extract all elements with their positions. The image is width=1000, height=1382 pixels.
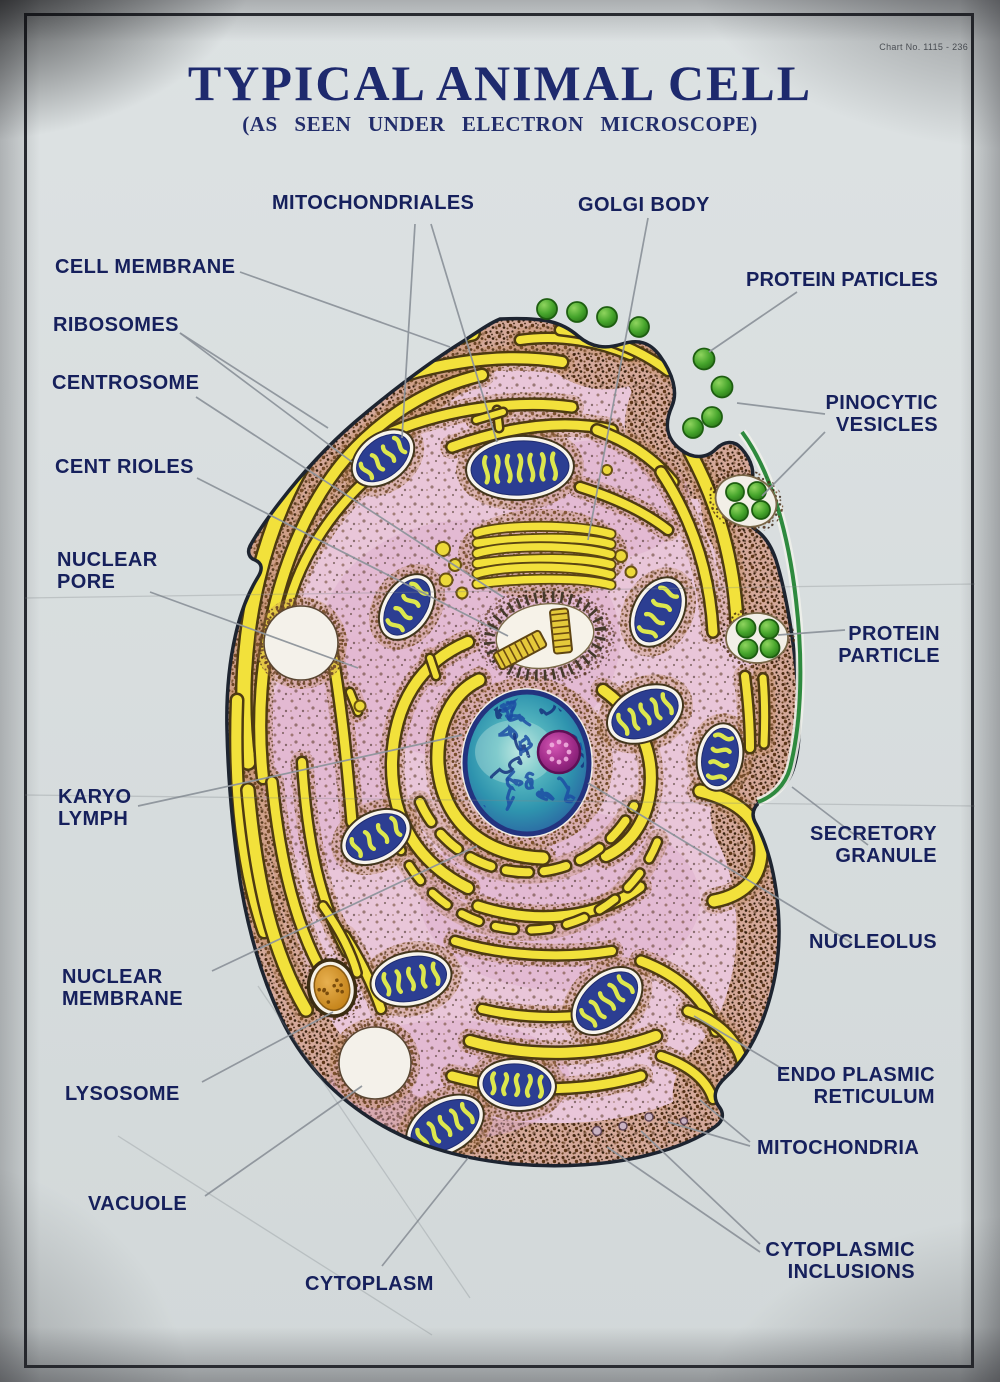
- label-nuclear-membrane: NUCLEAR MEMBRANE: [62, 966, 183, 1011]
- chart-number: Chart No. 1115 - 236: [879, 42, 968, 52]
- leader-cell-membrane: [239, 271, 451, 348]
- label-pinocytic-vesicles: PINOCYTIC VESICLES: [825, 392, 938, 437]
- label-nucleolus: NUCLEOLUS: [808, 931, 937, 953]
- label-mitochondriales: MITOCHONDRIALES: [272, 192, 475, 214]
- leader-inclusions-2: [606, 1146, 761, 1253]
- label-nuclear-pore: NUCLEAR PORE: [57, 549, 158, 594]
- leader-cytoplasm: [381, 1157, 469, 1267]
- chart-title: TYPICAL ANIMAL CELL: [187, 55, 813, 111]
- label-secretory-granule: SECRETORY GRANULE: [810, 823, 937, 868]
- leader-vacuole: [204, 1085, 363, 1197]
- leader-protein-paticles: [708, 291, 798, 353]
- label-cent-rioles: CENT RIOLES: [55, 456, 194, 478]
- label-cell-membrane: CELL MEMBRANE: [55, 256, 236, 278]
- label-centrosome: CENTROSOME: [52, 372, 200, 394]
- nuclear-pore-circle: [255, 597, 347, 689]
- label-cytoplasm: CYTOPLASM: [305, 1273, 434, 1295]
- label-endo-plasmic-reticulum: ENDO PLASMIC RETICULUM: [776, 1064, 935, 1109]
- leader-inclusions-1: [640, 1130, 761, 1245]
- label-protein-paticles: PROTEIN PATICLES: [746, 269, 938, 291]
- label-lysosome: LYSOSOME: [65, 1083, 180, 1105]
- label-karyo-lymph: KARYO LYMPH: [58, 786, 132, 831]
- leader-pinocytic-2: [761, 431, 826, 497]
- label-protein-particle: PROTEIN PARTICLE: [838, 623, 940, 668]
- label-mitochondria: MITOCHONDRIA: [757, 1137, 920, 1159]
- label-golgi-body: GOLGI BODY: [578, 194, 710, 216]
- leader-pinocytic-1: [736, 402, 826, 415]
- chart-subtitle: (AS SEEN UNDER ELECTRON MICROSCOPE): [242, 112, 758, 136]
- label-cytoplasmic-inclusions: CYTOPLASMIC INCLUSIONS: [765, 1239, 915, 1284]
- vacuole-circle: [330, 1018, 420, 1108]
- label-vacuole: VACUOLE: [88, 1193, 188, 1215]
- label-ribosomes: RIBOSOMES: [53, 314, 179, 336]
- leader-ribosomes-1: [179, 332, 329, 429]
